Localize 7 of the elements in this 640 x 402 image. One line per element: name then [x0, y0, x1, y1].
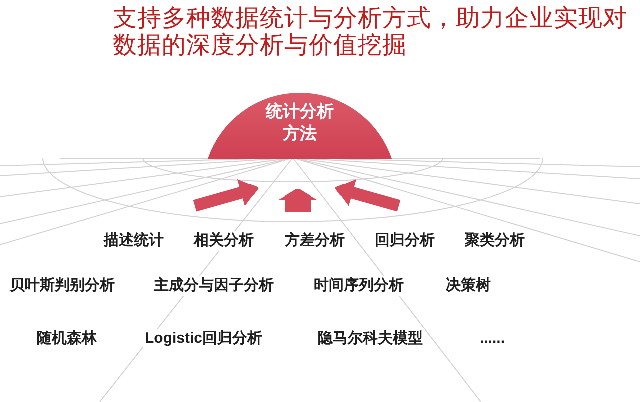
method-label: 时间序列分析 — [312, 276, 406, 296]
method-label: 贝叶斯判别分析 — [8, 276, 117, 296]
dome-node: 统计分析方法 — [208, 93, 392, 159]
method-label: Logistic回归分析 — [143, 329, 265, 349]
title: 支持多种数据统计与分析方式，助力企业实现对数据的深度分析与价值挖掘 — [113, 5, 628, 59]
method-label: 相关分析 — [192, 231, 256, 251]
method-label: 主成分与因子分析 — [152, 276, 276, 296]
